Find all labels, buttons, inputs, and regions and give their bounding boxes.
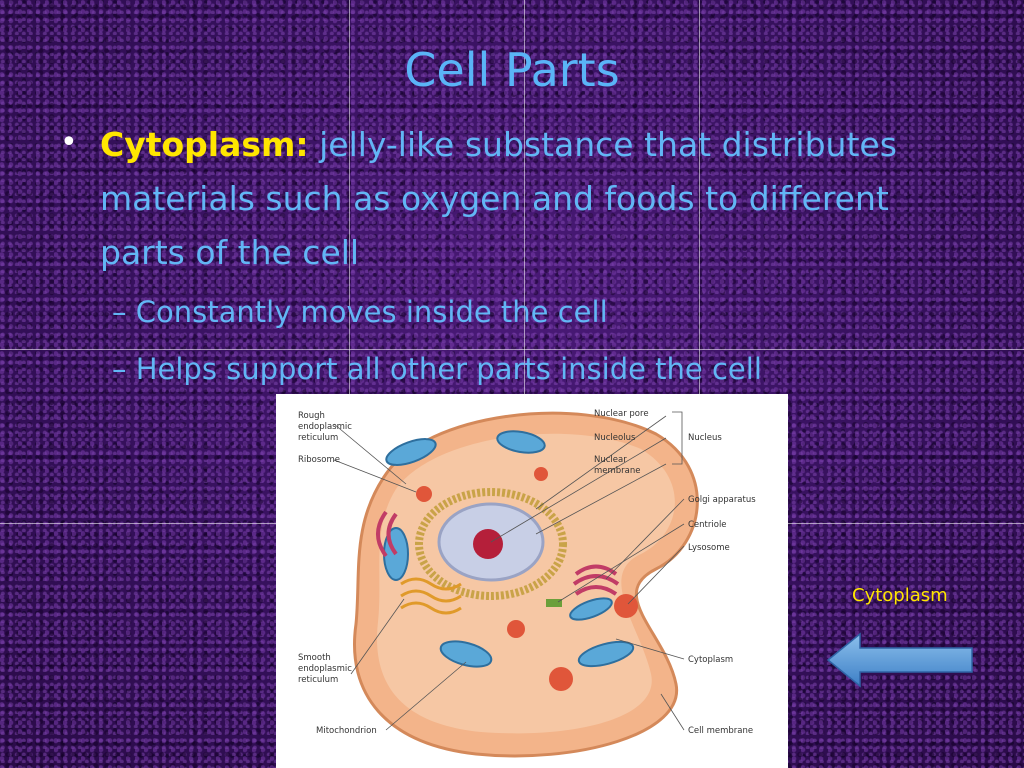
diagram-label: Smooth — [298, 653, 331, 663]
golgi-shape — [572, 574, 620, 586]
diagram-label: Rough — [298, 411, 325, 421]
grid-line — [699, 0, 700, 768]
diagram-label: Cytoplasm — [688, 655, 733, 665]
mitochondrion-shape — [385, 438, 437, 466]
diagram-label: Nuclear — [594, 455, 627, 465]
diagram-label: Nuclear pore — [594, 409, 649, 419]
smooth-er-shape — [400, 589, 462, 603]
smooth-er-shape — [400, 601, 462, 615]
bullet-text: Cytoplasm: jelly-like substance that dis… — [100, 118, 980, 280]
lysosome-shape — [416, 486, 432, 502]
lysosome-shape — [507, 620, 525, 638]
smooth-er-shape — [400, 577, 462, 591]
diagram-label: Centriole — [688, 520, 727, 530]
bullet-definition: jelly-like substance that distributes ma… — [100, 125, 897, 272]
diagram-label: reticulum — [298, 433, 338, 443]
diagram-label: Nucleus — [688, 433, 722, 443]
diagram-label: reticulum — [298, 675, 338, 685]
mitochondrion-shape — [577, 640, 635, 668]
diagram-label: Ribosome — [298, 455, 340, 465]
diagram-label: membrane — [594, 466, 641, 476]
diagram-label: Nucleolus — [594, 433, 636, 443]
diagram-label: Golgi apparatus — [688, 495, 756, 505]
grid-line — [0, 349, 1024, 350]
sub-bullet-text: Constantly moves inside the cell — [135, 295, 608, 329]
sub-bullet: – Constantly moves inside the cell — [112, 295, 608, 329]
grid-line — [349, 0, 350, 768]
diagram-label: Lysosome — [688, 543, 730, 553]
rough-er-shape — [415, 488, 567, 600]
centriole-shape — [546, 599, 562, 607]
diagram-label: Mitochondrion — [316, 726, 377, 736]
slide-title: Cell Parts — [404, 43, 620, 97]
golgi-shape — [376, 510, 388, 558]
mitochondrion-shape — [569, 597, 613, 621]
grid-line — [524, 0, 525, 768]
golgi-shape — [386, 512, 398, 556]
diagram-label: endoplasmic — [298, 422, 352, 432]
cell-diagram: Rough endoplasmic reticulum Ribosome Nuc… — [276, 394, 788, 768]
lysosome-shape — [549, 667, 573, 691]
bullet-icon: • — [60, 125, 78, 160]
diagram-label: Cell membrane — [688, 726, 753, 736]
mitochondrion-shape — [496, 430, 546, 454]
diagram-label: endoplasmic — [298, 664, 352, 674]
sub-bullet-text: Helps support all other parts inside the… — [135, 352, 762, 386]
cytoplasm-side-label: Cytoplasm — [852, 585, 948, 606]
nucleolus-shape — [473, 529, 503, 559]
golgi-shape — [574, 585, 618, 596]
sub-bullet: – Helps support all other parts inside t… — [112, 352, 762, 386]
bullet-term: Cytoplasm: — [100, 125, 309, 164]
arrow-left-icon[interactable] — [826, 630, 976, 690]
lysosome-shape — [534, 467, 548, 481]
